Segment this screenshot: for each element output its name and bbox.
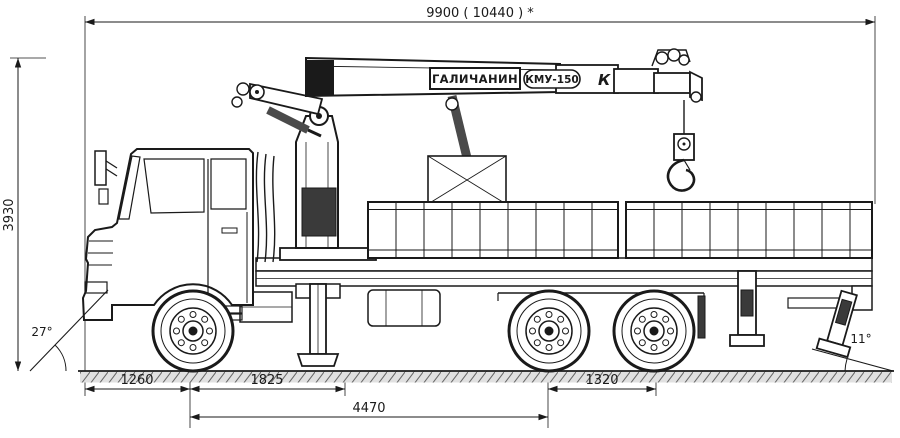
departure-angle-value: 11° bbox=[850, 332, 871, 346]
departure-angle-arc bbox=[844, 358, 848, 372]
crane-model-label: КМУ-150 bbox=[525, 74, 578, 86]
cab bbox=[81, 148, 276, 321]
overall-length-value: 9900 ( 10440 ) * bbox=[426, 6, 534, 21]
mirror bbox=[94, 150, 107, 186]
wheelbase-value: 4470 bbox=[352, 401, 385, 416]
rear-bogie-value: 1320 bbox=[585, 373, 618, 388]
approach-angle-line bbox=[29, 289, 109, 372]
lift-cylinder bbox=[266, 106, 310, 134]
departure-angle-line bbox=[811, 348, 894, 372]
cargo-platform bbox=[367, 201, 873, 259]
hook bbox=[666, 158, 696, 192]
height-value: 3930 bbox=[2, 198, 17, 231]
front-overhang-value: 1260 bbox=[120, 373, 153, 388]
side-window bbox=[143, 158, 205, 214]
door-window bbox=[210, 158, 247, 210]
approach-angle-arc bbox=[54, 344, 67, 372]
chassis-frame bbox=[239, 257, 873, 339]
ground bbox=[78, 370, 894, 383]
crane-brand-label: ГАЛИЧАНИН bbox=[432, 72, 518, 86]
door-handle bbox=[221, 227, 238, 234]
rear-slant-jack bbox=[815, 289, 858, 359]
windshield bbox=[118, 155, 141, 220]
front-wheel bbox=[151, 289, 235, 373]
brand-plate bbox=[429, 67, 521, 90]
crane-column bbox=[231, 82, 377, 261]
model-plate bbox=[523, 69, 581, 89]
crane-logo-letter: К bbox=[598, 71, 611, 89]
approach-angle-value: 27° bbox=[31, 325, 52, 339]
truck-drawing bbox=[81, 48, 873, 373]
rear-wheel-2 bbox=[612, 289, 696, 373]
axle-to-crane-value: 1825 bbox=[250, 373, 283, 388]
outriggers bbox=[295, 270, 858, 367]
rear-wheel-1 bbox=[507, 289, 591, 373]
crane-boom bbox=[305, 48, 703, 205]
front-outrigger-pad bbox=[296, 353, 340, 367]
angle-annotations bbox=[29, 289, 894, 372]
dimension-lines bbox=[14, 18, 875, 421]
headlight bbox=[84, 281, 108, 294]
